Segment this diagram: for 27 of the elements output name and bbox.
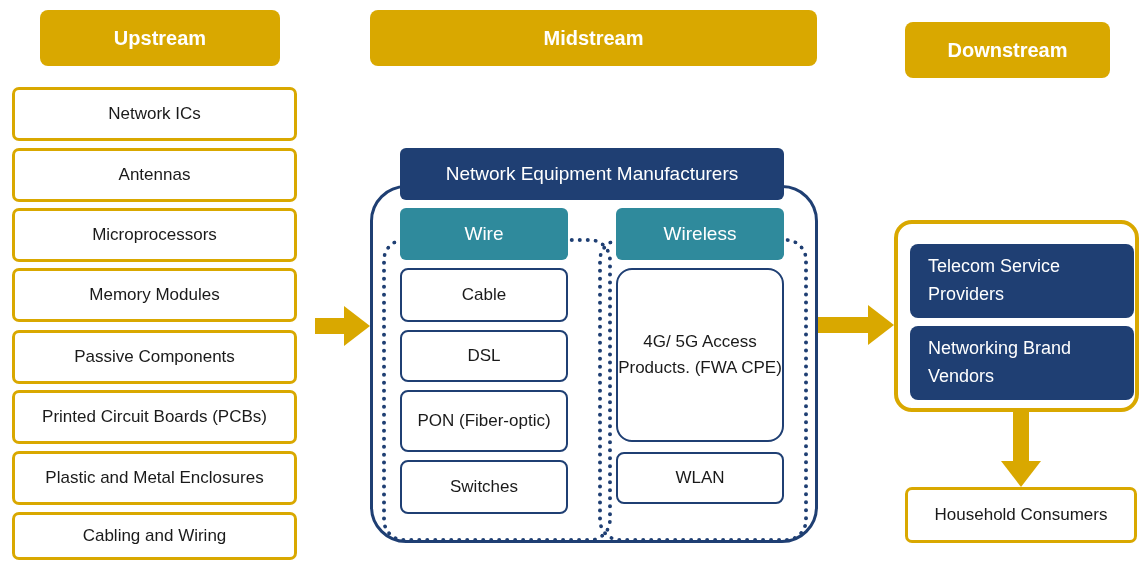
component-box: Antennas [12, 148, 297, 202]
component-box: Cabling and Wiring [12, 512, 297, 560]
product-box: PON (Fiber-optic) [400, 390, 568, 452]
component-box: Memory Modules [12, 268, 297, 322]
component-box: Network ICs [12, 87, 297, 141]
heading-tab: Wireless [616, 208, 784, 260]
component-box: Passive Components [12, 330, 297, 384]
flow-arrow [818, 305, 894, 345]
stage-header: Midstream [370, 10, 817, 66]
product-box: 4G/ 5G Access Products. (FWA CPE) [616, 268, 784, 442]
group-frame [894, 220, 1139, 412]
heading-tab: Network Equipment Manufacturers [400, 148, 784, 200]
component-box: Printed Circuit Boards (PCBs) [12, 390, 297, 444]
product-box: DSL [400, 330, 568, 382]
player-box: Telecom Service Providers [910, 244, 1134, 318]
flow-arrow [315, 306, 370, 346]
stage-header: Downstream [905, 22, 1110, 78]
player-box: Networking Brand Vendors [910, 326, 1134, 400]
product-box: WLAN [616, 452, 784, 504]
heading-tab: Wire [400, 208, 568, 260]
stage-header: Upstream [40, 10, 280, 66]
product-box: Cable [400, 268, 568, 322]
flow-arrow [1001, 412, 1041, 487]
product-box: Switches [400, 460, 568, 514]
component-box: Microprocessors [12, 208, 297, 262]
component-box: Plastic and Metal Enclosures [12, 451, 297, 505]
component-box: Household Consumers [905, 487, 1137, 543]
